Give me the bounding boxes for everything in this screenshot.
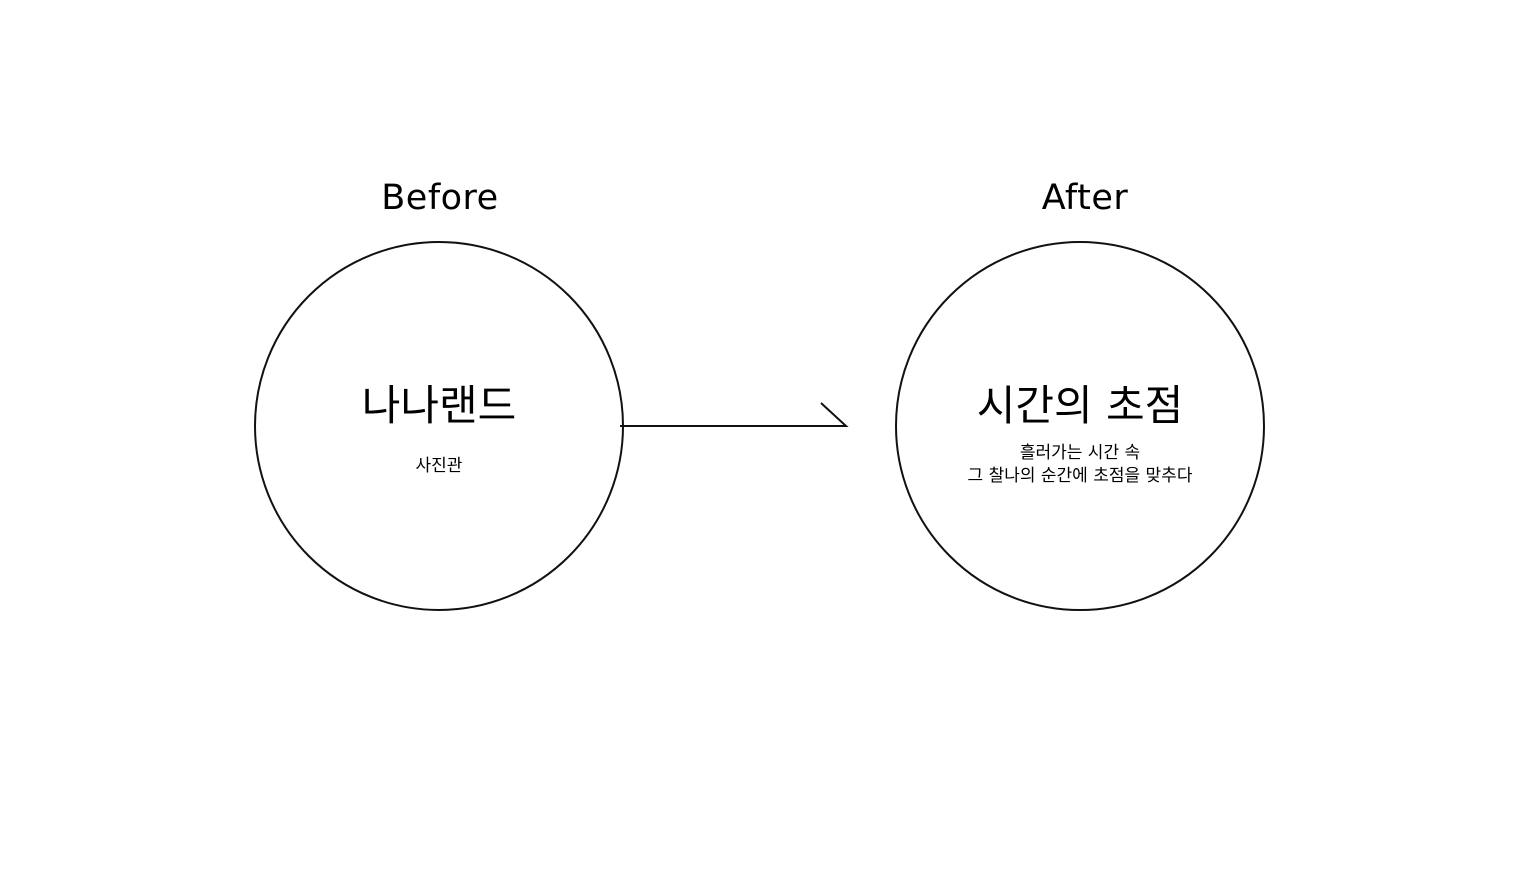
before-subtitle: 사진관 bbox=[415, 456, 463, 476]
before-heading: Before bbox=[381, 178, 499, 218]
transition-arrow bbox=[620, 402, 849, 427]
before-circle: 나나랜드 사진관 bbox=[254, 241, 624, 611]
after-subtitle: 흘러가는 시간 속 그 찰나의 순간에 초점을 맞추다 bbox=[897, 442, 1263, 488]
arrow-line bbox=[620, 402, 849, 427]
after-subtitle-line-1: 흘러가는 시간 속 bbox=[1019, 443, 1141, 463]
after-subtitle-line-2: 그 찰나의 순간에 초점을 맞추다 bbox=[967, 466, 1193, 486]
before-title: 나나랜드 bbox=[361, 381, 517, 430]
after-circle: 시간의 초점 흘러가는 시간 속 그 찰나의 순간에 초점을 맞추다 bbox=[895, 241, 1265, 611]
after-title: 시간의 초점 bbox=[976, 381, 1184, 430]
after-heading: After bbox=[1041, 178, 1129, 218]
